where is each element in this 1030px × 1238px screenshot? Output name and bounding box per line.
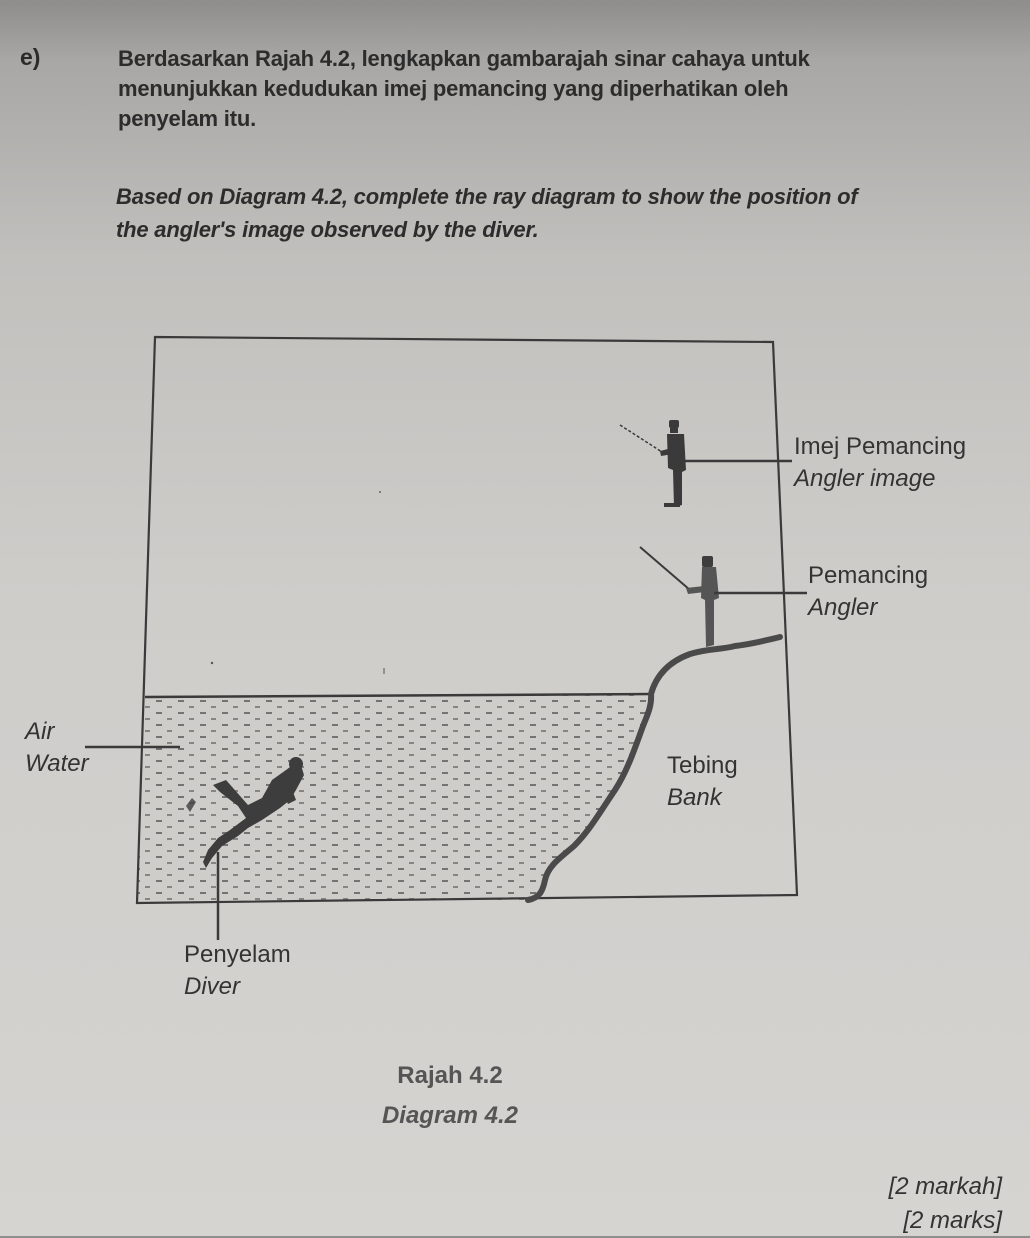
- marks-malay: [2 markah]: [888, 1173, 1002, 1200]
- question-label: e): [20, 44, 41, 70]
- angler-figure: [639, 546, 719, 647]
- label-angler-malay: Pemancing: [808, 562, 929, 589]
- diagram-frame: [135, 335, 799, 905]
- angler-image-figure: [619, 420, 686, 507]
- marks-english: [2 marks]: [903, 1207, 1002, 1234]
- diver-figure: [186, 757, 304, 868]
- label-water: Water: [25, 750, 89, 777]
- water-region: [138, 694, 652, 900]
- label-bank-english: Bank: [667, 784, 722, 811]
- label-diver: Penyelam Diver: [184, 939, 291, 1003]
- caption-malay: Rajah 4.2: [397, 1062, 503, 1089]
- marks-allocation: [2 markah] [2 marks]: [889, 1170, 1002, 1238]
- question-text-malay: Berdasarkan Rajah 4.2, lengkapkan gambar…: [118, 46, 810, 131]
- question-text-english: Based on Diagram 4.2, complete the ray d…: [116, 184, 858, 242]
- label-bank-malay: Tebing: [667, 752, 738, 779]
- bank-outline: [525, 634, 783, 903]
- diagram-caption: Rajah 4.2 Diagram 4.2: [320, 1056, 580, 1136]
- label-diver-malay: Penyelam: [184, 941, 291, 968]
- label-angler-english: Angler: [808, 594, 878, 621]
- label-air-water: Air Water: [25, 716, 89, 780]
- label-air: Air: [25, 718, 55, 745]
- caption-english: Diagram 4.2: [381, 1102, 519, 1129]
- label-angler: Pemancing Angler: [808, 560, 928, 624]
- label-angler-image-malay: Imej Pemancing: [794, 433, 967, 460]
- water-surface-line: [144, 692, 652, 699]
- label-angler-image: Imej Pemancing Angler image: [794, 431, 966, 495]
- label-diver-english: Diver: [184, 973, 241, 1000]
- label-angler-image-english: Angler image: [794, 465, 936, 492]
- label-bank: Tebing Bank: [667, 750, 738, 814]
